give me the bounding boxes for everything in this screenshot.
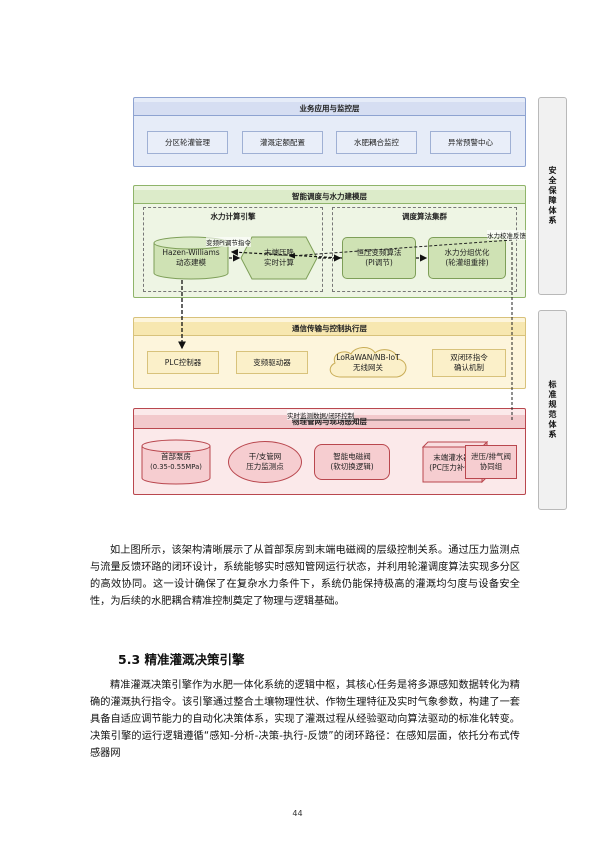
side-security-system: 安全保障体系 <box>538 97 567 295</box>
edge-label-pi-command: 变频PI调节指令 <box>206 237 251 247</box>
node-smart-valve-line1: 智能电磁阀 <box>333 452 371 461</box>
node-terminal-pressure-shape <box>240 236 318 280</box>
edge-pressure-feedback <box>289 239 513 420</box>
node-pump-house: 首部泵房 (0.35-0.55MPa) <box>141 449 211 475</box>
node-wireless-gateway-line1: LoRaWAN/NB-IoT <box>336 353 400 362</box>
subgroup-algorithm-cluster <box>332 207 517 292</box>
node-smart-valve: 智能电磁阀 (软切换逻辑) <box>314 444 390 480</box>
edge-pi-command <box>230 248 343 259</box>
node-air-valve-group-line2: 协同组 <box>479 462 503 471</box>
subgroup-algorithm-cluster-title: 调度算法集群 <box>402 212 447 221</box>
edge-label-pressure-feedback: 水力校准反馈 <box>487 230 526 240</box>
node-emitter: 末端灌水器 (PC压力补偿) <box>422 449 482 477</box>
node-emitter-line1: 末端灌水器 <box>433 453 471 462</box>
node-terminal-pressure-line2: 实时计算 <box>264 258 294 267</box>
node-pipe-network: 干/支管网 压力监测点 <box>228 441 302 483</box>
layer-communication-title: 通信传输与控制执行层 <box>134 322 525 336</box>
section-heading: 5.3 精准灌溉决策引擎 <box>118 652 245 667</box>
side-standards-system: 标准规范体系 <box>538 310 567 510</box>
node-smart-valve-line2: (软切换逻辑) <box>330 462 374 471</box>
layer-scheduling-title: 智能调度与水力建模层 <box>134 190 525 204</box>
side-security-system-label: 安全保障体系 <box>548 166 557 226</box>
node-wireless-gateway-cloud <box>329 347 407 378</box>
node-zone-rotation: 分区轮灌管理 <box>147 131 228 154</box>
node-pi-algorithm-line1: 恒压变频算法 <box>356 248 402 257</box>
page-number: 44 <box>292 809 303 818</box>
node-emitter-line2: (PC压力补偿) <box>429 463 475 472</box>
subgroup-hydraulic-engine <box>143 207 323 292</box>
node-plc-controller: PLC控制器 <box>147 351 219 374</box>
node-alert-center: 异常预警中心 <box>430 131 511 154</box>
node-dual-loop-ack: 双闭环指令 确认机制 <box>432 349 506 377</box>
node-dual-loop-ack-line2: 确认机制 <box>454 363 484 372</box>
node-air-valve-group: 泄压/排气阀 协同组 <box>465 445 517 479</box>
node-hazen-williams-line2: 动态建模 <box>176 258 206 267</box>
node-terminal-pressure-line1: 末端压降 <box>264 248 294 257</box>
node-group-optimization: 水力分组优化 (轮灌组重排) <box>428 237 506 279</box>
node-group-optimization-line2: (轮灌组重排) <box>445 258 489 267</box>
node-wireless-gateway-line2: 无线网关 <box>353 363 383 372</box>
node-pipe-network-line2: 压力监测点 <box>246 462 284 471</box>
body-paragraph-2: 精准灌溉决策引擎作为水肥一体化系统的逻辑中枢，其核心任务是将多源感知数据转化为精… <box>90 680 520 759</box>
body-paragraph-1: 如上图所示，该架构清晰展示了从首部泵房到末端电磁阀的层级控制关系。通过压力监测点… <box>90 545 520 607</box>
node-pump-house-line2: (0.35-0.55MPa) <box>150 463 202 471</box>
node-pump-house-line1: 首部泵房 <box>161 452 191 461</box>
layer-business-title: 业务应用与监控层 <box>134 102 525 116</box>
node-hazen-williams: Hazen-Williams 动态建模 <box>153 245 229 271</box>
node-pump-house-shape <box>141 439 211 485</box>
node-water-fertilizer-monitor: 水肥耦合监控 <box>336 131 417 154</box>
node-pi-algorithm-line2: (PI调节) <box>365 258 393 267</box>
edge-label-realtime: 实时监测数据/闭环控制 <box>287 410 355 420</box>
node-pi-algorithm: 恒压变频算法 (PI调节) <box>342 237 416 279</box>
node-hazen-williams-line1: Hazen-Williams <box>162 248 220 257</box>
node-terminal-pressure: 末端压降 实时计算 <box>240 245 318 271</box>
node-wireless-gateway: LoRaWAN/NB-IoT 无线网关 <box>323 350 413 376</box>
subgroup-hydraulic-engine-title: 水力计算引擎 <box>210 212 256 221</box>
node-vfd-driver: 变频驱动器 <box>236 351 308 374</box>
node-irrigation-quota: 灌溉定额配置 <box>242 131 323 154</box>
side-standards-system-label: 标准规范体系 <box>548 380 557 440</box>
diagram-connectors <box>178 239 513 421</box>
layer-field-title: 物理管网与现场感知层 <box>134 415 525 429</box>
node-pipe-network-line1: 干/支管网 <box>248 452 282 461</box>
node-air-valve-group-line1: 泄压/排气阀 <box>470 452 512 461</box>
node-group-optimization-line1: 水力分组优化 <box>444 248 490 257</box>
node-dual-loop-ack-line1: 双闭环指令 <box>450 353 488 362</box>
